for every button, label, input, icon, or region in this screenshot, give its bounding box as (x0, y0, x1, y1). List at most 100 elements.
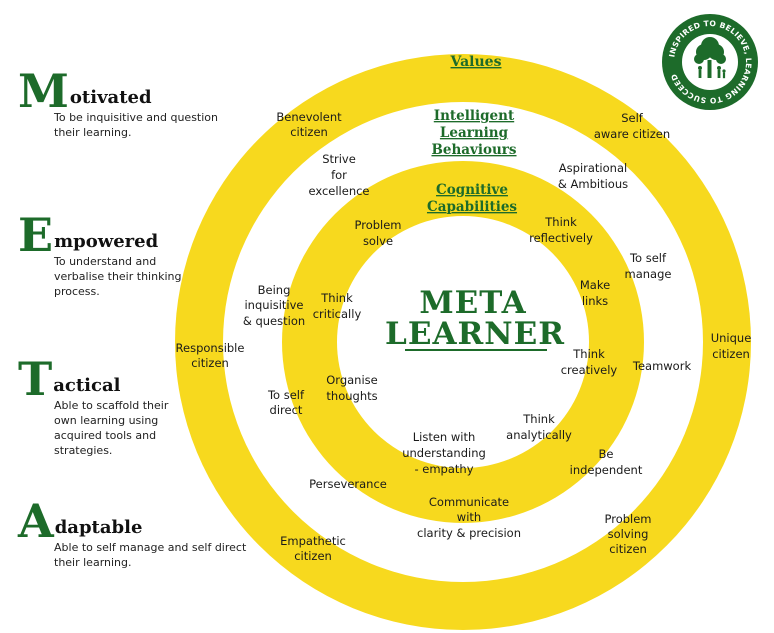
svg-text:Cognitive: Cognitive (436, 182, 508, 198)
svg-text:Perseverance: Perseverance (309, 477, 387, 491)
svg-text:solve: solve (363, 234, 393, 248)
values-label: Unique citizen (711, 331, 752, 361)
svg-text:Think: Think (544, 215, 577, 229)
svg-text:- empathy: - empathy (414, 462, 473, 476)
behaviour-label: Be independent (570, 447, 643, 477)
values-label: Responsible citizen (176, 341, 245, 370)
meta-item-empowered: E mpowered To understand and verbalise t… (18, 212, 248, 299)
svg-text:Aspirational: Aspirational (559, 161, 627, 175)
meta-letter: E (18, 208, 54, 262)
svg-text:Organise: Organise (326, 373, 377, 387)
capabilities-title: Cognitive Capabilities (427, 182, 517, 215)
svg-text:citizen: citizen (191, 356, 229, 370)
svg-text:independent: independent (570, 463, 643, 477)
values-label: Problem solving citizen (604, 512, 651, 556)
meta-item-adaptable: A daptable Able to self manage and self … (18, 498, 248, 570)
behaviour-label: Perseverance (309, 477, 387, 491)
svg-text:aware citizen: aware citizen (594, 127, 670, 141)
values-title: Values (450, 54, 502, 70)
svg-text:solving: solving (608, 527, 649, 541)
svg-text:analytically: analytically (506, 428, 572, 442)
center-circle (337, 216, 589, 468)
svg-text:& question: & question (243, 314, 305, 328)
capability-label: Think creatively (561, 347, 618, 377)
meta-description: Able to self manage and self direct thei… (54, 541, 247, 569)
tree-family-icon (694, 37, 726, 79)
svg-text:citizen: citizen (609, 542, 647, 556)
svg-text:Capabilities: Capabilities (427, 199, 517, 215)
svg-text:Being: Being (258, 283, 291, 297)
svg-text:Problem: Problem (604, 512, 651, 526)
behaviour-label: Strive for excellence (308, 152, 369, 198)
svg-text:Responsible: Responsible (176, 341, 245, 355)
meta-description: To be inquisitive and question their lea… (54, 111, 219, 139)
svg-text:Listen with: Listen with (413, 430, 476, 444)
behaviour-label: Teamwork (632, 359, 692, 373)
meta-letter: A (18, 494, 54, 548)
meta-word: otivated (69, 87, 152, 108)
svg-text:Intelligent: Intelligent (434, 108, 515, 124)
values-label: Benevolent citizen (276, 110, 342, 139)
meta-word: mpowered (54, 231, 159, 252)
svg-text:Empathetic: Empathetic (280, 534, 346, 548)
meta-description: Able to scaffold their own learning usin… (54, 399, 169, 457)
values-label: Empathetic citizen (280, 534, 346, 563)
svg-text:Think: Think (320, 291, 353, 305)
svg-text:manage: manage (625, 267, 672, 281)
capability-label: Organise thoughts (326, 373, 377, 403)
svg-text:Think: Think (522, 412, 555, 426)
center-title: META LEARNER (385, 285, 565, 352)
meta-letter: M (18, 64, 69, 118)
behaviours-title: Intelligent Learning Behaviours (431, 108, 516, 158)
svg-text:reflectively: reflectively (529, 231, 593, 245)
meta-item-motivated: M otivated To be inquisitive and questio… (18, 68, 248, 140)
svg-text:Unique: Unique (711, 331, 752, 345)
svg-text:critically: critically (313, 307, 362, 321)
svg-text:LEARNER: LEARNER (385, 316, 565, 352)
svg-text:understanding: understanding (402, 446, 486, 460)
svg-text:excellence: excellence (308, 184, 369, 198)
svg-text:Behaviours: Behaviours (431, 142, 516, 158)
capability-label: Think critically (313, 291, 362, 321)
behaviour-label: Being inquisitive & question (243, 283, 305, 328)
meta-item-tactical: T actical Able to scaffold their own lea… (18, 356, 248, 458)
svg-text:Make: Make (580, 278, 610, 292)
behaviour-label: To self manage (625, 251, 672, 281)
svg-text:clarity & precision: clarity & precision (417, 526, 521, 540)
svg-text:Self: Self (621, 111, 644, 125)
svg-text:thoughts: thoughts (326, 389, 377, 403)
meta-letter: T (18, 352, 53, 406)
capability-label: Problem solve (354, 218, 401, 248)
svg-text:To self: To self (267, 388, 305, 402)
school-logo: INSPIRED TO BELIEVE, LEARNING TO SUCCEED (662, 14, 758, 110)
svg-text:inquisitive: inquisitive (244, 298, 303, 312)
svg-text:direct: direct (270, 403, 303, 417)
svg-text:Think: Think (572, 347, 605, 361)
capability-label: Make links (580, 278, 610, 308)
svg-text:Teamwork: Teamwork (632, 359, 692, 373)
capability-label: Listen with understanding - empathy (402, 430, 486, 476)
svg-text:Problem: Problem (354, 218, 401, 232)
svg-text:with: with (457, 510, 481, 524)
svg-text:citizen: citizen (712, 347, 750, 361)
svg-text:Learning: Learning (440, 125, 509, 141)
meta-description: To understand and verbalise their thinki… (54, 255, 182, 298)
svg-text:Be: Be (599, 447, 614, 461)
svg-text:Benevolent: Benevolent (276, 110, 342, 124)
svg-text:for: for (331, 168, 347, 182)
meta-word: actical (53, 375, 121, 396)
svg-text:& Ambitious: & Ambitious (558, 177, 628, 191)
behaviour-label: To self direct (267, 388, 305, 417)
svg-text:Strive: Strive (322, 152, 356, 166)
behaviour-label: Aspirational & Ambitious (558, 161, 628, 191)
values-label: Self aware citizen (594, 111, 670, 141)
svg-text:Communicate: Communicate (429, 495, 509, 509)
svg-text:META: META (419, 285, 526, 321)
svg-text:To self: To self (629, 251, 667, 265)
svg-text:links: links (582, 294, 608, 308)
capability-label: Think reflectively (529, 215, 593, 245)
behaviour-label: Communicate with clarity & precision (417, 495, 521, 540)
svg-text:citizen: citizen (290, 125, 328, 139)
svg-text:citizen: citizen (294, 549, 332, 563)
